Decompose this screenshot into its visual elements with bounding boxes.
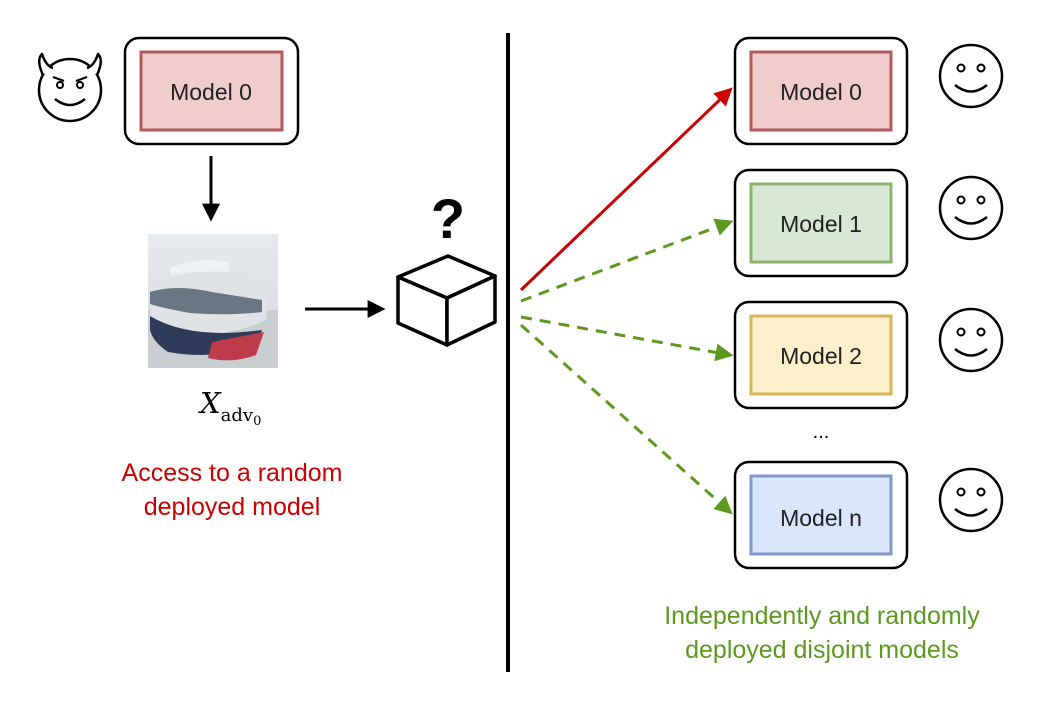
attacker-caption-line2: deployed model — [144, 493, 321, 521]
attacker-model-label: Model 0 — [170, 79, 252, 105]
smiley-face-icon — [938, 307, 1004, 373]
deployed-model-n: Model n — [733, 460, 909, 570]
deployed-model-0-label: Model 0 — [780, 79, 862, 105]
smiley-face-icon — [938, 467, 1004, 533]
cube-icon — [396, 254, 497, 347]
deployed-model-1: Model 1 — [733, 168, 909, 278]
attacker-caption-line1: Access to a random — [122, 459, 343, 487]
smiley-face-icon — [938, 43, 1004, 109]
adversarial-image — [148, 234, 278, 368]
attacker-model-box: Model 0 — [123, 36, 300, 146]
arrow-to-model-0 — [519, 87, 733, 292]
deployed-model-0: Model 0 — [733, 36, 909, 146]
devil-face-icon — [37, 52, 103, 123]
deployed-model-n-label: Model n — [780, 505, 862, 531]
deployed-model-1-label: Model 1 — [780, 211, 862, 237]
arrow-to-model-2 — [520, 315, 734, 362]
arrow-to-model-n — [519, 323, 733, 515]
deployed-caption-line2: deployed disjoint models — [685, 636, 959, 664]
question-mark: ? — [431, 187, 465, 250]
deployed-model-2: Model 2 — [733, 300, 909, 410]
models-ellipsis: ... — [813, 421, 830, 443]
adversarial-example-label: Xadv0 — [198, 386, 261, 429]
deployed-caption-line1: Independently and randomly — [664, 602, 980, 630]
smiley-face-icon — [938, 175, 1004, 241]
deployed-model-2-label: Model 2 — [780, 343, 862, 369]
